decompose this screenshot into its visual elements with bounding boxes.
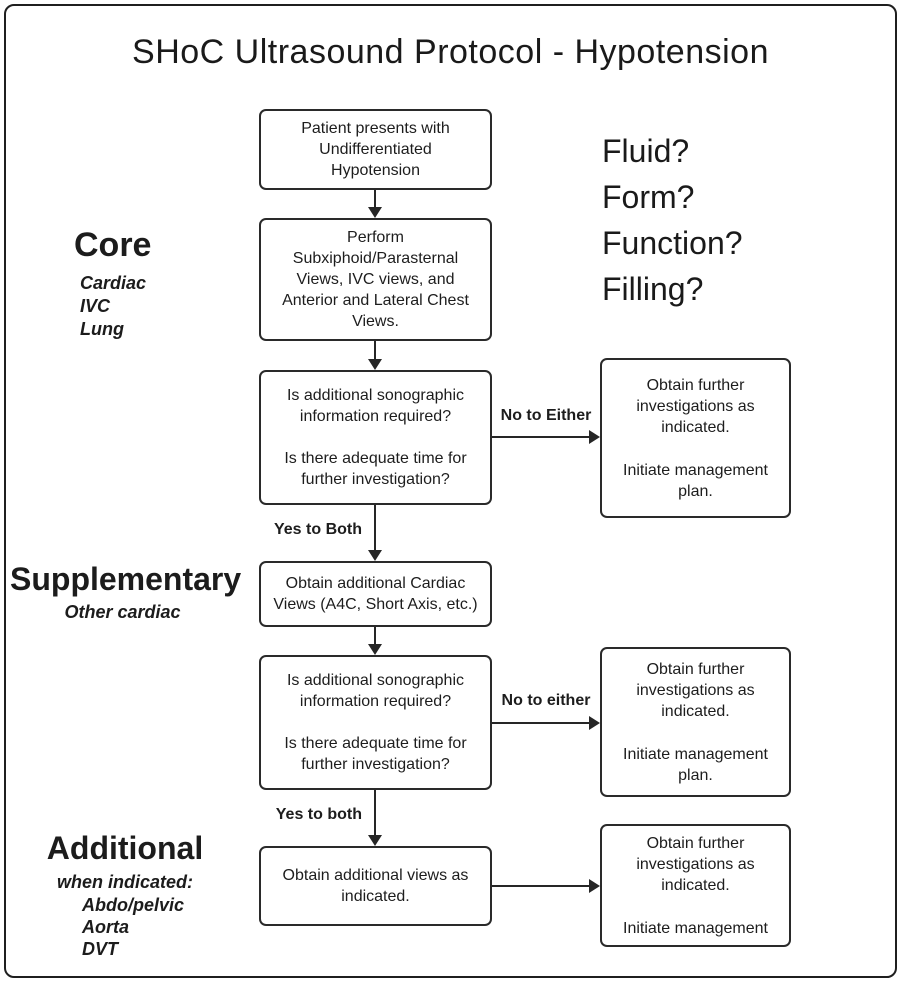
arrow-line [492,436,590,438]
outcome1-management: Initiate management plan. [623,461,768,500]
arrow-line [374,627,376,645]
additional-items: Abdo/pelvic Aorta DVT [82,894,184,960]
label-no-to-either-2: No to either [501,692,591,709]
outcome1-box: Obtain further investigations as indicat… [600,358,791,518]
arrow-line [492,885,590,887]
decision2-question2: Is there adequate time for further inves… [284,735,467,773]
arrow-line [374,505,376,551]
patient-box: Patient presents with Undifferentiated H… [259,109,492,190]
supplementary-heading: Supplementary [10,561,242,597]
question-line-form: Form? [602,179,695,215]
patient-box-text: Patient presents with Undifferentiated H… [301,120,450,179]
arrow-right-icon [589,430,600,444]
label-no-to-either-1: No to Either [500,407,592,424]
outer-border [4,4,897,978]
arrow-down-icon [368,359,382,370]
additional-heading: Additional [46,830,204,866]
question-line-function: Function? [602,225,743,261]
decision1-question1: Is additional sonographic information re… [286,387,464,425]
core-item-ivc: IVC [80,296,111,316]
question-line-fluid: Fluid? [602,133,690,169]
arrow-down-icon [368,550,382,561]
arrow-down-icon [368,644,382,655]
additional-item-aorta: Aorta [82,917,130,937]
question-line-filling: Filling? [602,271,704,307]
additional-subheading: when indicated: [56,872,193,892]
outcome3-investigations: Obtain further investigations as indicat… [636,834,755,894]
arrow-right-icon [589,716,600,730]
additional-item-abdo-pelvic: Abdo/pelvic [82,895,185,915]
core-item-lung: Lung [80,319,124,339]
arrow-down-icon [368,207,382,218]
outcome2-investigations: Obtain further investigations as indicat… [636,660,755,720]
label-yes-to-both-1: Yes to Both [273,521,362,538]
arrow-right-icon [589,879,600,893]
outcome2-management: Initiate management plan. [623,745,768,784]
additional-views-box-text: Obtain additional views as indicated. [282,867,469,905]
core-items: Cardiac IVC Lung [80,272,146,341]
outcome2-box: Obtain further investigations as indicat… [600,647,791,797]
page-title: SHoC Ultrasound Protocol - Hypotension [132,33,769,71]
arrow-line [492,722,590,724]
arrow-line [374,790,376,836]
core-item-cardiac: Cardiac [80,273,147,293]
perform-box-text: Perform Subxiphoid/Parasternal Views, IV… [282,229,469,330]
additional-item-dvt: DVT [82,939,118,959]
perform-box: Perform Subxiphoid/Parasternal Views, IV… [259,218,492,341]
core-heading: Core [74,226,152,264]
label-yes-to-both-2: Yes to both [275,806,362,823]
supplementary-subheading: Other cardiac [64,602,181,622]
question-list: Fluid? Form? Function? Filling? [602,128,743,312]
decision1-question2: Is there adequate time for further inves… [284,450,467,488]
supplementary-views-box-text: Obtain additional Cardiac Views (A4C, Sh… [273,575,478,613]
decision2-box: Is additional sonographic information re… [259,655,492,790]
outcome3-management: Initiate management [623,919,768,937]
outcome3-box: Obtain further investigations as indicat… [600,824,791,947]
decision1-box: Is additional sonographic information re… [259,370,492,505]
arrow-down-icon [368,835,382,846]
arrow-line [374,341,376,360]
additional-views-box: Obtain additional views as indicated. [259,846,492,926]
decision2-question1: Is additional sonographic information re… [286,672,464,710]
supplementary-views-box: Obtain additional Cardiac Views (A4C, Sh… [259,561,492,627]
arrow-line [374,190,376,209]
outcome1-investigations: Obtain further investigations as indicat… [636,376,755,436]
